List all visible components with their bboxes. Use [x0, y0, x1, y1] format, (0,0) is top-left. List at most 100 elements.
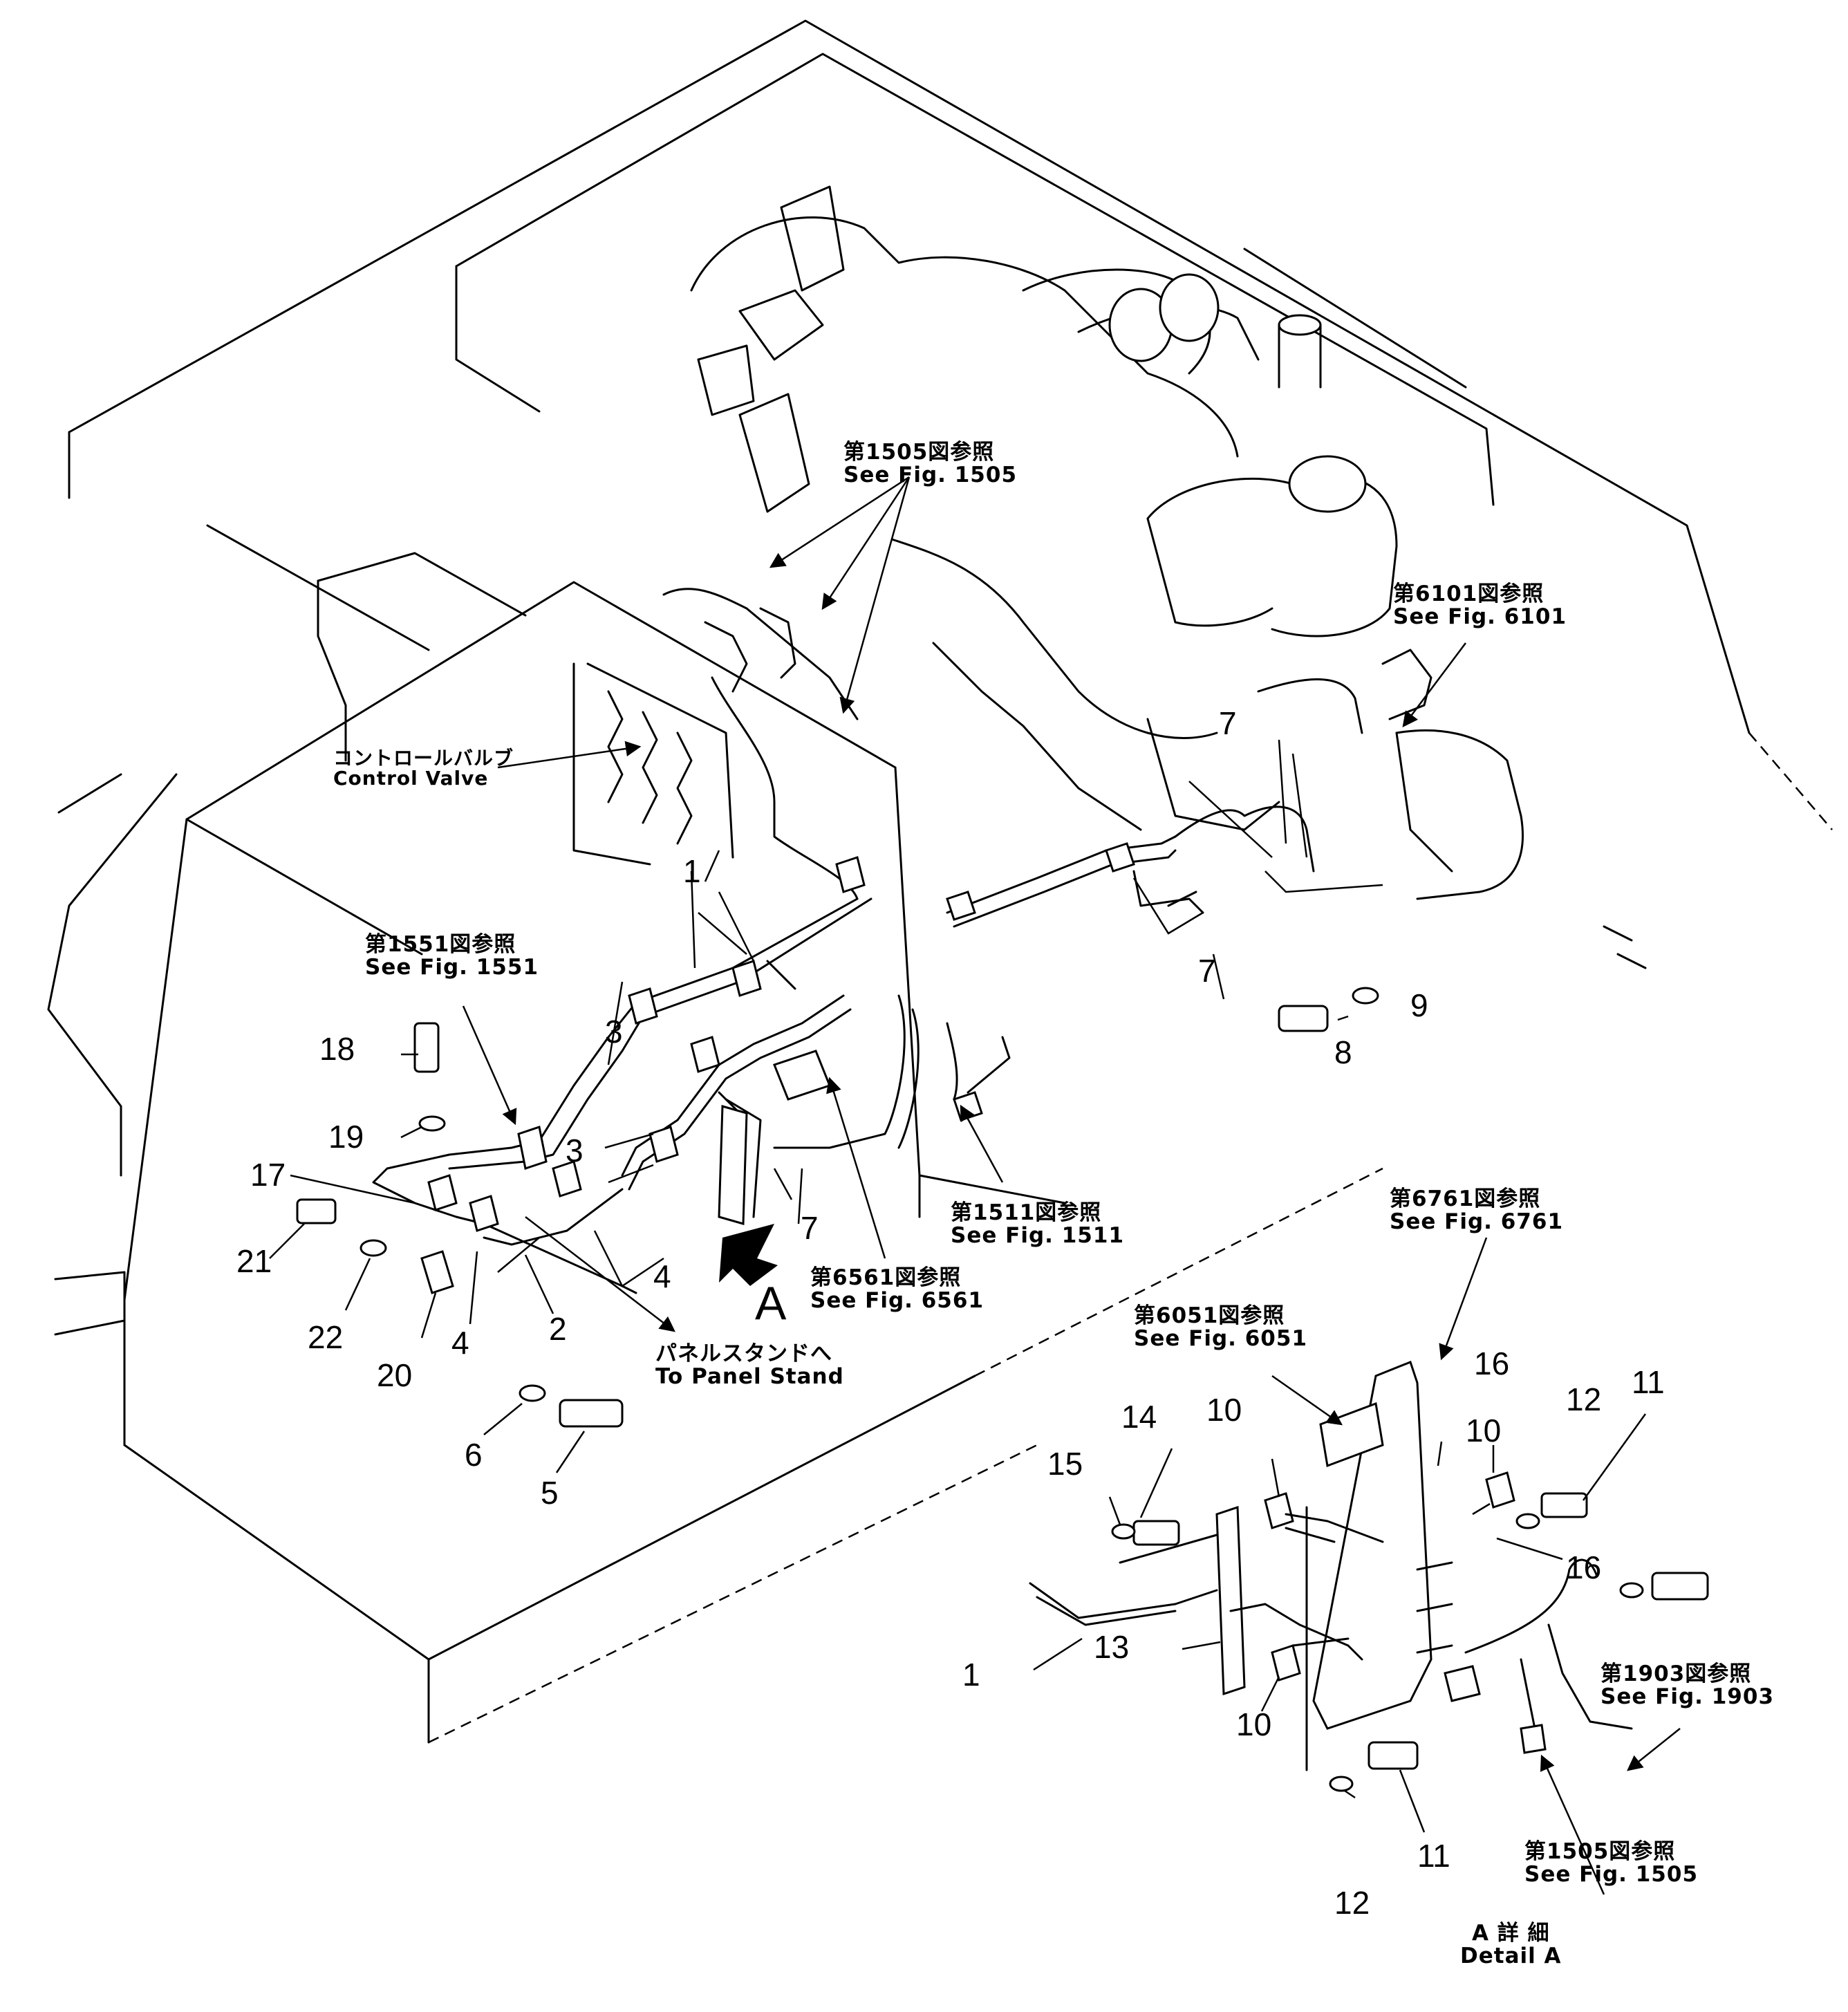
- callout-10: 10: [1466, 1413, 1502, 1449]
- ref-fig1511: 第1511図参照 See Fig. 1511: [951, 1202, 1124, 1247]
- callout-4: 4: [653, 1258, 671, 1294]
- ref-fig6101-en: See Fig. 6101: [1393, 604, 1567, 629]
- bolt-right: [1651, 1572, 1709, 1601]
- view-marker-a: A: [755, 1277, 787, 1330]
- callout-7: 7: [801, 1210, 819, 1246]
- ref-fig6101-jp: 第6101図参照: [1393, 581, 1544, 606]
- tank-box: [123, 581, 1383, 1744]
- ref-fig6051-jp: 第6051図参照: [1134, 1303, 1285, 1328]
- machine-body-outline: [47, 19, 1833, 1336]
- callout-11: 11: [1632, 1364, 1665, 1400]
- ref-fig1903-en: See Fig. 1903: [1600, 1684, 1775, 1709]
- callout-19: 19: [328, 1119, 364, 1155]
- fastener-parts: [296, 987, 1379, 1428]
- ref-fig1903: 第1903図参照 See Fig. 1903: [1600, 1663, 1774, 1708]
- ref-detail-a: A 詳 細 Detail A: [1460, 1922, 1562, 1967]
- fuse-box: [1312, 1361, 1432, 1730]
- ref-fig6101: 第6101図参照 See Fig. 6101: [1393, 583, 1567, 628]
- washer-15: [1111, 1523, 1136, 1540]
- washer-right: [1619, 1582, 1644, 1599]
- ref-fig6761-en: See Fig. 6761: [1390, 1209, 1564, 1234]
- ref-fig1505-bottom: 第1505図参照 See Fig. 1505: [1524, 1841, 1698, 1885]
- callout-8: 8: [1334, 1034, 1352, 1070]
- callout-4: 4: [451, 1325, 469, 1361]
- bolt-8: [1278, 1005, 1329, 1032]
- ref-fig6561: 第6561図参照 See Fig. 6561: [810, 1267, 984, 1312]
- clamp-20: [420, 1250, 454, 1294]
- ref-panel-stand-jp: パネルスタンドへ: [655, 1341, 832, 1366]
- ref-panel-stand: パネルスタンドへ To Panel Stand: [655, 1343, 844, 1388]
- callout-18: 18: [319, 1031, 355, 1067]
- ref-panel-stand-en: To Panel Stand: [655, 1363, 844, 1389]
- callout-1: 1: [962, 1657, 980, 1693]
- ref-control-valve: コントロールバルブ Control Valve: [333, 748, 514, 789]
- ref-fig6561-en: See Fig. 6561: [810, 1287, 984, 1313]
- washer-9: [1352, 987, 1379, 1005]
- bolt-11-bottom: [1368, 1741, 1419, 1770]
- callout-7: 7: [1219, 705, 1237, 741]
- callout-9: 9: [1410, 987, 1428, 1023]
- washer-12-bottom: [1329, 1776, 1354, 1792]
- callout-10: 10: [1236, 1706, 1272, 1742]
- washer-19: [418, 1115, 446, 1132]
- engine: [690, 185, 1524, 900]
- callout-22: 22: [308, 1319, 344, 1355]
- callout-13: 13: [1094, 1629, 1130, 1665]
- callout-2: 2: [549, 1311, 567, 1347]
- view-a-arrow: [719, 1224, 778, 1286]
- bolt-18: [413, 1022, 440, 1073]
- ref-fig1551-jp: 第1551図参照: [365, 932, 516, 957]
- clip-10-bottom: [1271, 1644, 1301, 1682]
- washer-22: [360, 1239, 387, 1257]
- ref-fig1505-bottom-en: See Fig. 1505: [1524, 1861, 1699, 1887]
- bolt-11-top: [1540, 1492, 1588, 1518]
- clip-10-right: [1485, 1471, 1515, 1509]
- callout-3: 3: [605, 1014, 623, 1050]
- leader-brackets: [593, 870, 1383, 1287]
- callout-1: 1: [683, 853, 701, 889]
- ref-control-valve-en: Control Valve: [333, 767, 489, 790]
- arrows-and-leaders: [269, 476, 1681, 1895]
- callout-3: 3: [566, 1133, 584, 1168]
- callout-12: 12: [1334, 1885, 1370, 1921]
- sensor-1505: [1520, 1724, 1547, 1754]
- ref-fig1511-jp: 第1511図参照: [951, 1200, 1102, 1225]
- callout-12: 12: [1566, 1381, 1602, 1417]
- callout-20: 20: [377, 1357, 413, 1393]
- ref-fig6051: 第6051図参照 See Fig. 6051: [1134, 1305, 1307, 1350]
- bracket-13: [1215, 1505, 1246, 1696]
- ref-fig1505-top-en: See Fig. 1505: [843, 462, 1018, 487]
- bolt-5: [559, 1399, 624, 1428]
- ref-fig6051-en: See Fig. 6051: [1134, 1325, 1308, 1351]
- bolt-14: [1132, 1520, 1180, 1546]
- ref-fig6561-jp: 第6561図参照: [810, 1265, 962, 1290]
- callout-15: 15: [1047, 1446, 1083, 1482]
- detail-a-assembly: [1029, 1361, 1709, 1792]
- ref-fig1551: 第1551図参照 See Fig. 1551: [365, 933, 539, 978]
- washer-6: [519, 1384, 546, 1402]
- ref-detail-a-jp: A 詳 細: [1471, 1921, 1550, 1946]
- callout-6: 6: [465, 1437, 483, 1473]
- ref-fig1511-en: See Fig. 1511: [951, 1222, 1125, 1248]
- callout-14: 14: [1121, 1399, 1157, 1435]
- connector-detail: [1444, 1665, 1481, 1702]
- ref-fig6761: 第6761図参照 See Fig. 6761: [1390, 1188, 1563, 1233]
- callout-17: 17: [250, 1157, 286, 1193]
- callout-16: 16: [1474, 1345, 1510, 1381]
- clip-10-top: [1264, 1492, 1294, 1529]
- callout-10: 10: [1206, 1392, 1242, 1428]
- callout-11: 11: [1417, 1838, 1450, 1874]
- callout-16: 16: [1566, 1549, 1602, 1585]
- callout-7: 7: [1198, 953, 1216, 989]
- washer-12-top: [1515, 1513, 1540, 1529]
- ref-fig6761-jp: 第6761図参照: [1390, 1186, 1541, 1211]
- callout-5: 5: [541, 1475, 559, 1511]
- ref-detail-a-en: Detail A: [1460, 1943, 1562, 1968]
- ref-fig1505-bottom-jp: 第1505図参照: [1524, 1839, 1676, 1864]
- ref-fig1505-top-jp: 第1505図参照: [843, 440, 995, 465]
- ref-fig1903-jp: 第1903図参照: [1600, 1661, 1752, 1686]
- bolt-21: [296, 1198, 337, 1224]
- ref-control-valve-jp: コントロールバルブ: [333, 747, 514, 770]
- ref-fig1551-en: See Fig. 1551: [365, 954, 539, 980]
- callout-21: 21: [236, 1243, 272, 1279]
